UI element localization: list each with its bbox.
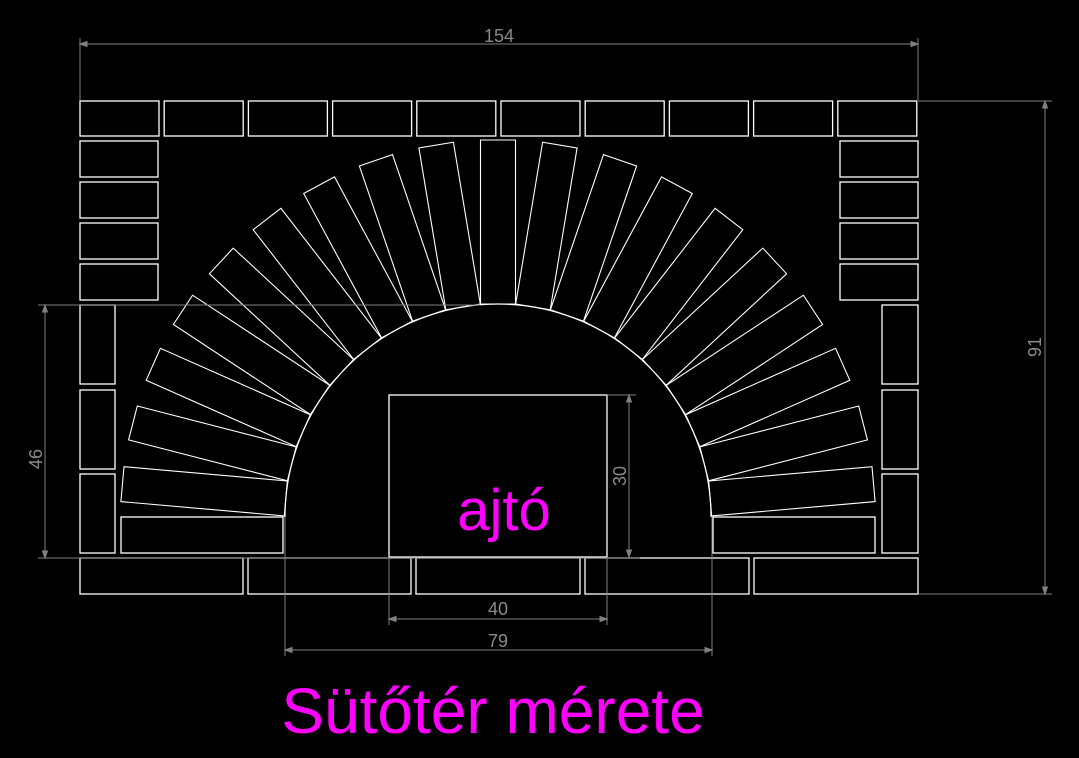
arch-brick — [479, 139, 517, 305]
arch-brick — [358, 153, 447, 322]
dim-door-width: 40 — [488, 599, 508, 619]
dimension-arrow — [387, 615, 397, 623]
brick — [584, 557, 750, 595]
inner-arch-curve — [284, 303, 712, 518]
arch-brick — [549, 153, 638, 322]
brick — [753, 557, 919, 595]
dimension-arrow — [704, 646, 714, 654]
brick — [839, 222, 919, 260]
brick — [668, 100, 750, 137]
arch-brick — [418, 141, 481, 311]
dimension-arrow — [910, 40, 920, 48]
brick — [79, 557, 244, 595]
brick — [79, 263, 159, 301]
drawing-title: Sütőtér mérete — [281, 675, 704, 747]
brick — [416, 100, 497, 137]
arch-brick — [515, 141, 578, 311]
arch-brick — [208, 247, 355, 386]
arch-bricks — [120, 139, 876, 517]
brick — [79, 304, 116, 385]
brick — [881, 473, 919, 554]
brick — [247, 100, 329, 137]
dim-door-height: 30 — [610, 466, 630, 486]
brick — [247, 557, 412, 595]
brick — [79, 181, 159, 219]
dim-chamber-width: 79 — [488, 631, 508, 651]
dimension-arrow — [1041, 99, 1049, 109]
brick — [79, 140, 159, 178]
brick — [120, 516, 284, 554]
brick — [79, 473, 116, 554]
dim-side-height: 46 — [26, 449, 46, 469]
dimension-arrow — [41, 550, 49, 560]
arch-brick — [582, 176, 694, 339]
dimension-arrow — [625, 393, 633, 403]
brick — [584, 100, 665, 137]
dimension-arrow — [1041, 586, 1049, 596]
dimension-arrow — [599, 615, 609, 623]
brick — [331, 100, 413, 137]
brick — [163, 100, 244, 137]
brick — [415, 557, 581, 595]
brick-layout — [79, 100, 919, 595]
brick — [79, 389, 116, 470]
dim-total-height: 91 — [1025, 337, 1045, 357]
arch-brick — [302, 176, 414, 339]
arch-brick — [684, 347, 851, 448]
arch-brick — [145, 347, 312, 448]
brick — [839, 263, 919, 301]
brick — [752, 100, 834, 137]
dimension-arrow — [283, 646, 293, 654]
brick — [79, 100, 160, 137]
brick — [839, 140, 919, 178]
dimension-arrow — [625, 549, 633, 559]
brick — [839, 181, 919, 219]
brick — [881, 304, 919, 385]
door-opening — [388, 394, 608, 558]
brick — [837, 100, 918, 137]
dim-total-width: 154 — [484, 26, 514, 46]
brick — [881, 389, 919, 470]
brick — [79, 222, 159, 260]
door-label: ajtó — [457, 478, 551, 543]
brick — [500, 100, 581, 137]
arch-brick — [641, 247, 788, 386]
dimension-arrow — [78, 40, 88, 48]
brick — [712, 516, 876, 554]
dimension-arrow — [41, 303, 49, 313]
dimension-lines — [38, 38, 1052, 656]
